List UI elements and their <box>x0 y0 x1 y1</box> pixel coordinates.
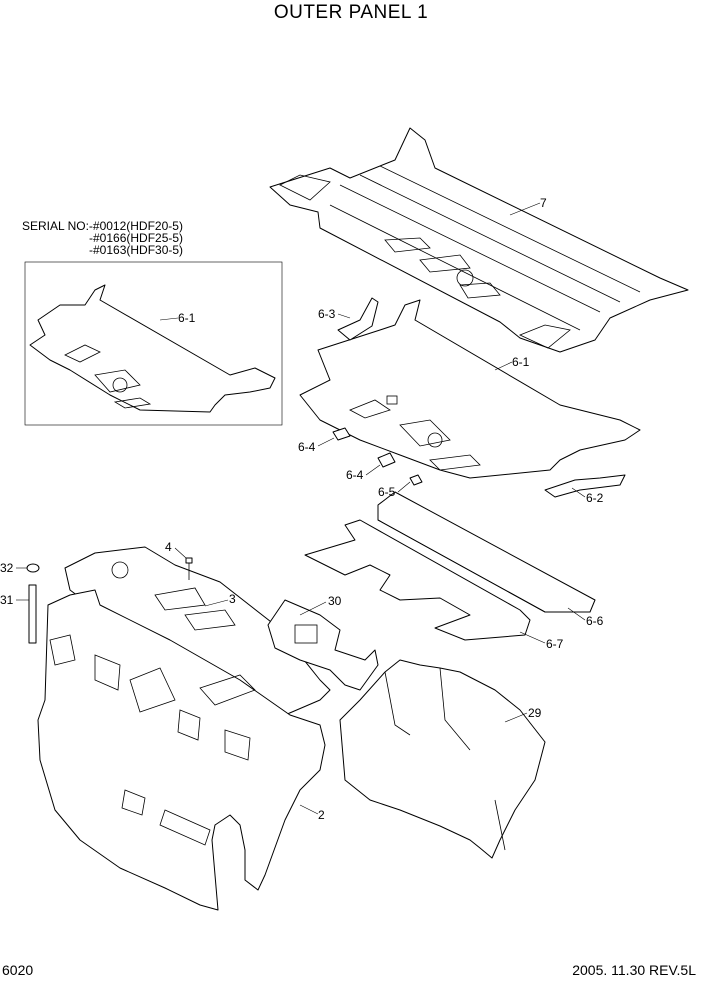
part-6-4-pad-a <box>332 427 351 441</box>
callout-6-1: 6-1 <box>512 355 530 369</box>
part-2-main-panel <box>37 589 326 911</box>
callout-4: 4 <box>165 540 172 554</box>
callout-30: 30 <box>328 594 342 608</box>
part-6-6-mat <box>377 491 596 613</box>
revision-date: 2005. 11.30 REV.5L <box>572 962 696 978</box>
part-6-2-strip <box>544 474 626 498</box>
callout-6-7: 6-7 <box>546 637 564 651</box>
serial-line-3: -#0163(HDF30-5) <box>89 243 184 257</box>
part-4-bolt <box>185 557 193 580</box>
callout-6-4-b: 6-4 <box>346 468 364 482</box>
part-6-1-floor-plate <box>299 299 641 479</box>
callout-6-6: 6-6 <box>586 614 604 628</box>
page-title: OUTER PANEL 1 <box>273 2 429 23</box>
serial-note: SERIAL NO:-#0012(HDF20-5) -#0166(HDF25-5… <box>22 220 183 256</box>
callout-7: 7 <box>540 196 547 210</box>
callout-3: 3 <box>229 592 236 606</box>
part-6-3-strip <box>337 297 379 341</box>
serial-line-1: SERIAL NO:-#0012(HDF20-5) <box>22 219 183 233</box>
callout-31: 31 <box>0 593 14 607</box>
callout-29: 29 <box>528 706 542 720</box>
callout-6-2: 6-2 <box>586 491 604 505</box>
callout-6-5: 6-5 <box>378 485 396 499</box>
part-32-nut <box>26 563 40 573</box>
leader-lines <box>16 202 586 815</box>
callout-2: 2 <box>318 808 325 822</box>
part-6-7-mat <box>304 519 531 641</box>
page-number: 6020 <box>2 962 34 978</box>
callout-6-1-boxed: 6-1 <box>178 311 196 325</box>
callout-32: 32 <box>0 561 14 575</box>
part-6-5-pad <box>409 474 423 486</box>
part-6-4-pad-b <box>377 452 396 468</box>
serial-variant-box <box>24 261 283 426</box>
part-6-1-boxed-floor-plate <box>29 284 276 413</box>
callout-6-3: 6-3 <box>318 307 336 321</box>
part-7-upper-panel <box>269 127 689 353</box>
serial-line-2: -#0166(HDF25-5) <box>89 231 184 245</box>
part-31-rod <box>28 584 37 644</box>
callout-6-4-a: 6-4 <box>298 440 316 454</box>
part-29-side-cover <box>339 659 546 859</box>
part-30-bracket <box>267 599 379 691</box>
